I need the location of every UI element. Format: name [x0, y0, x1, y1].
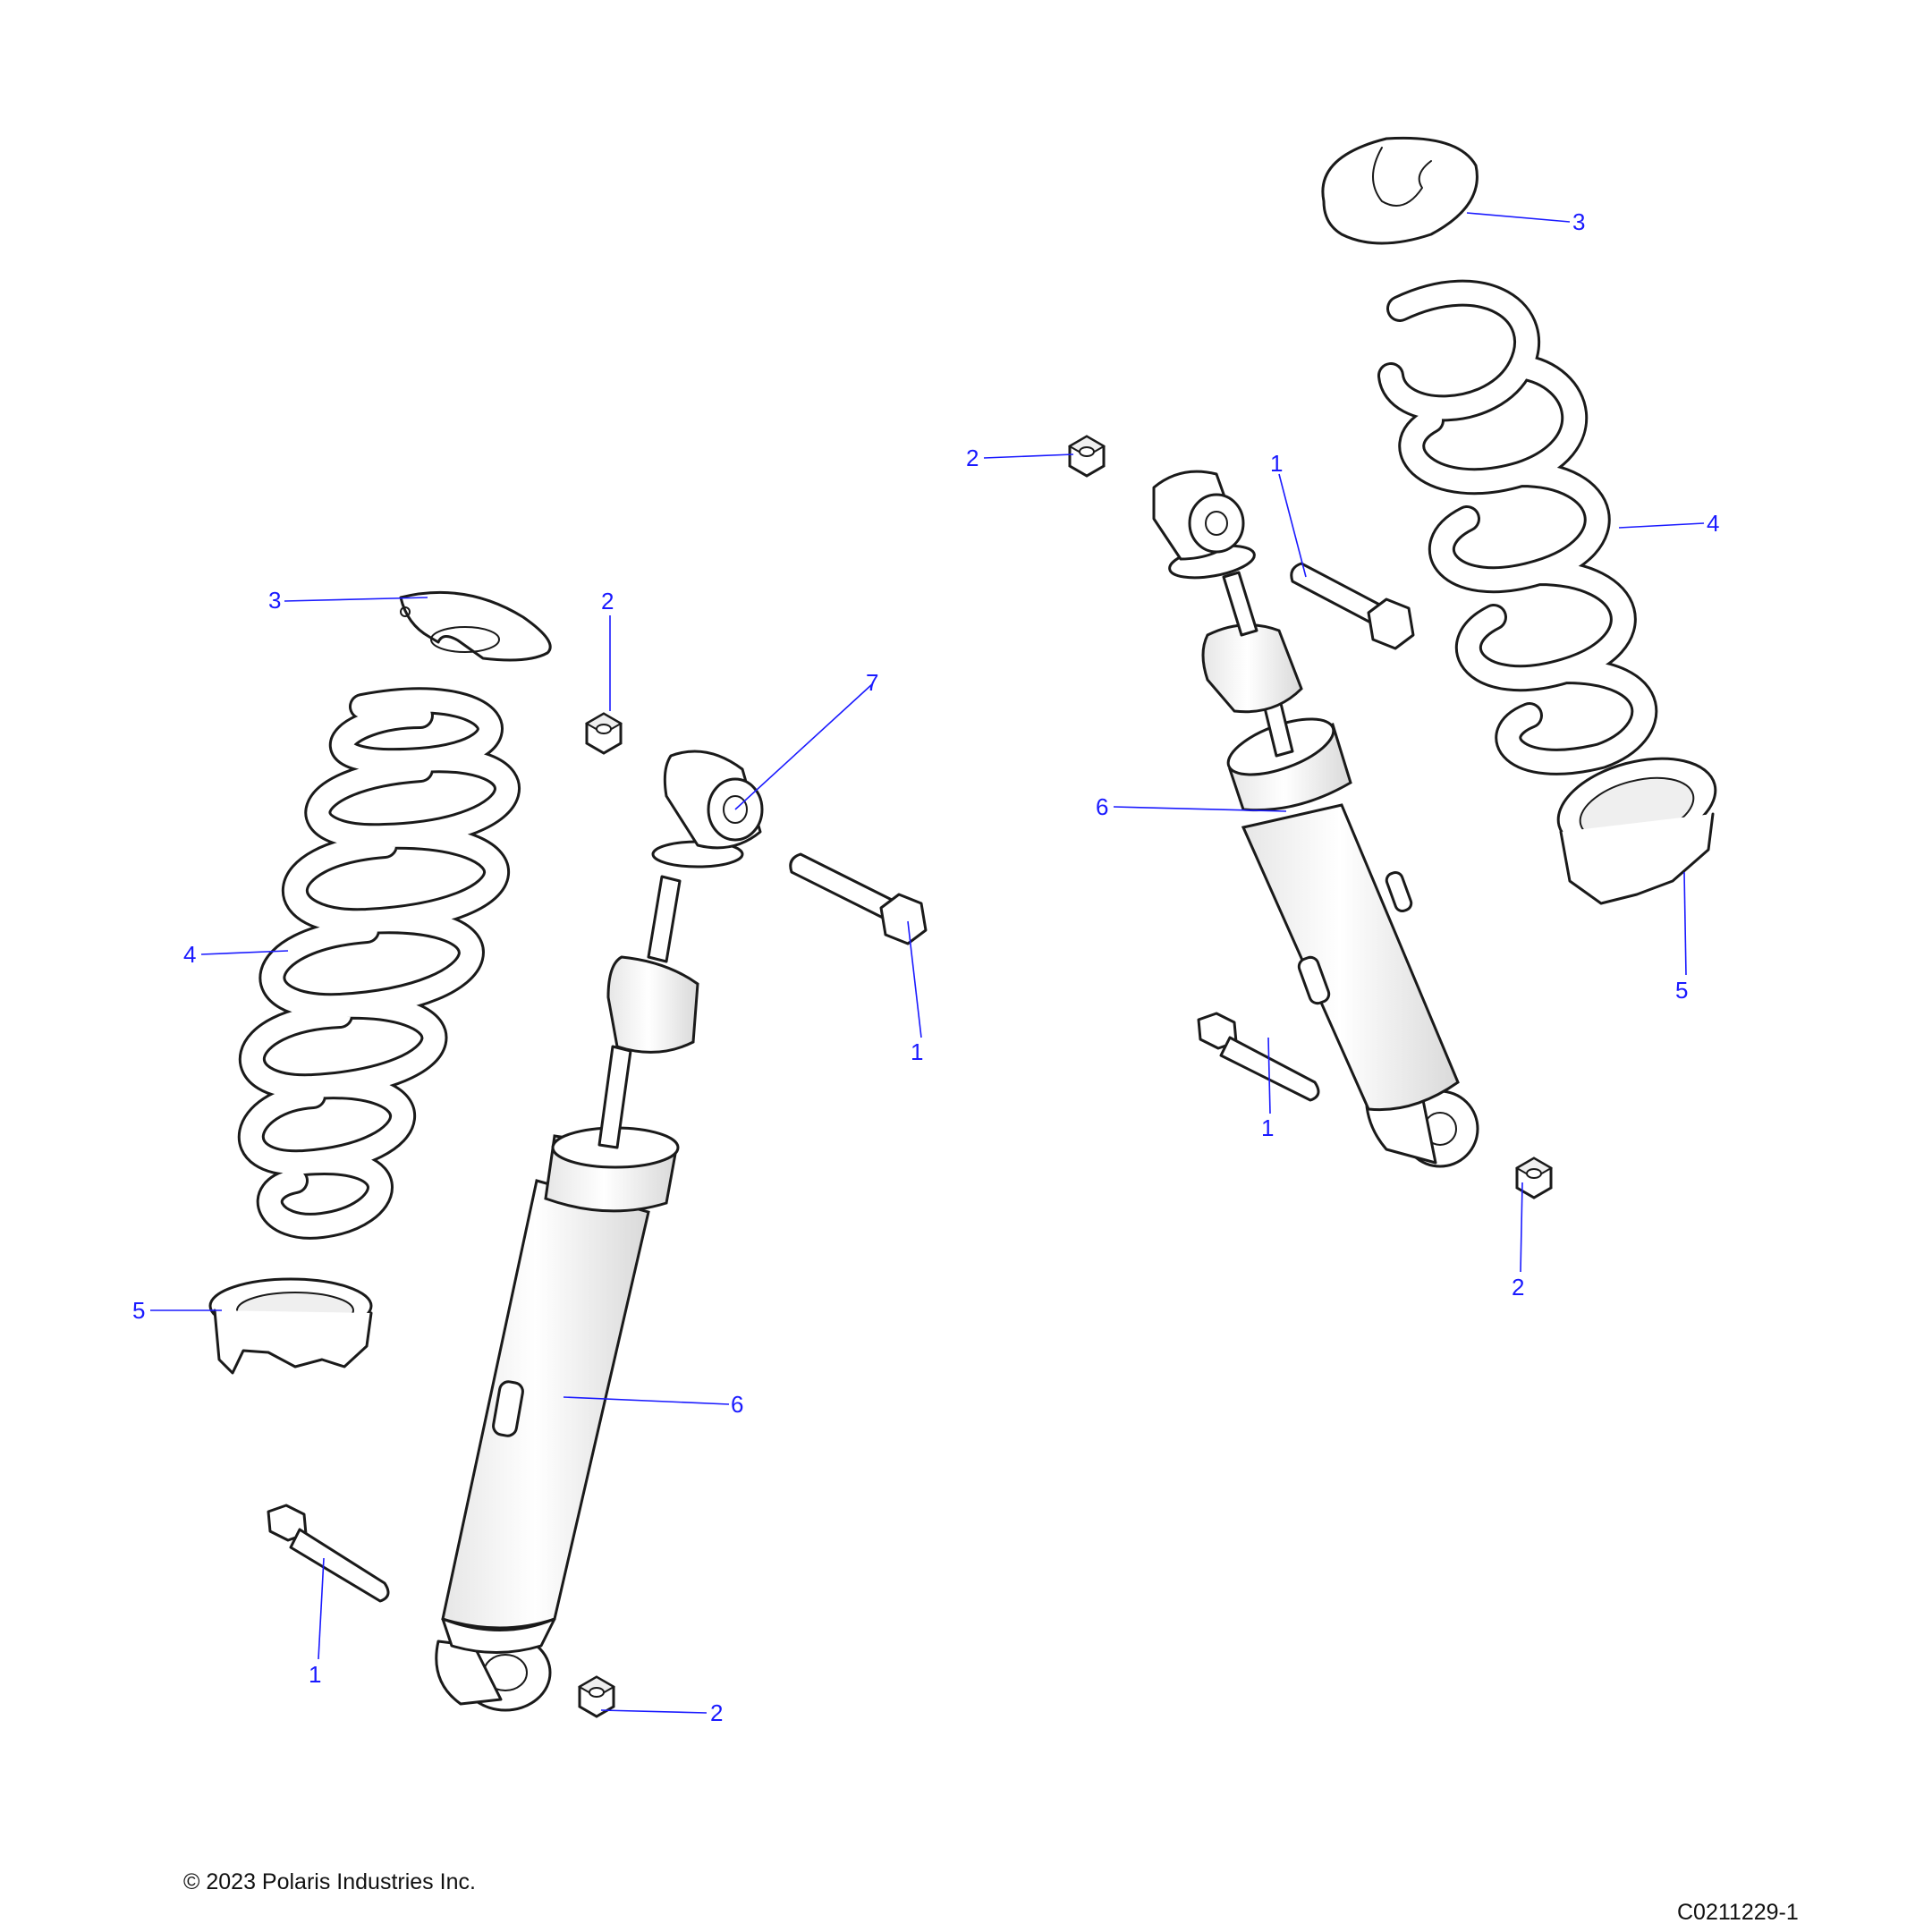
- callout-left-7: 7: [866, 669, 878, 696]
- callout-left-4: 4: [183, 941, 196, 968]
- callout-labels: 3 2 7 4 1 5 6 1 2 2 1 3 4 6 5 1 2: [132, 208, 1719, 1726]
- callout-leaders: [150, 212, 1705, 1714]
- left-spring-retainer-plate: [399, 590, 552, 662]
- callout-left-1a: 1: [911, 1038, 923, 1065]
- callout-left-6: 6: [731, 1391, 743, 1418]
- callout-right-1b: 1: [1261, 1114, 1274, 1141]
- left-shock-absorber: [435, 750, 764, 1712]
- left-bolt-upper: [789, 852, 928, 945]
- left-bolt-lower: [267, 1504, 390, 1603]
- right-lower-spring-seat: [1556, 757, 1717, 905]
- callout-right-1a: 1: [1270, 450, 1283, 477]
- callout-right-2a: 2: [966, 445, 979, 471]
- diagram-id: C0211229-1: [1677, 1900, 1799, 1925]
- callout-right-3: 3: [1572, 208, 1585, 235]
- left-coil-spring: [237, 687, 521, 1240]
- callout-left-5: 5: [132, 1297, 145, 1324]
- right-bolt-lower: [1197, 1012, 1320, 1102]
- callout-left-1b: 1: [309, 1661, 321, 1688]
- right-shock-absorber: [1152, 470, 1479, 1168]
- callout-right-6: 6: [1096, 793, 1108, 820]
- callout-left-2a: 2: [601, 588, 614, 614]
- callout-right-5: 5: [1675, 977, 1688, 1004]
- left-nut-upper: [585, 712, 623, 755]
- copyright-notice: © 2023 Polaris Industries Inc.: [183, 1869, 476, 1894]
- left-lower-spring-seat: [208, 1277, 373, 1375]
- callout-left-3: 3: [268, 587, 281, 614]
- callout-right-4: 4: [1707, 510, 1719, 537]
- right-bolt-upper: [1290, 562, 1415, 650]
- right-nut-upper: [1068, 435, 1106, 478]
- callout-left-2b: 2: [710, 1699, 723, 1726]
- right-coil-spring: [1377, 279, 1658, 775]
- callout-right-2b: 2: [1512, 1274, 1524, 1301]
- right-spring-retainer-plate: [1321, 136, 1479, 245]
